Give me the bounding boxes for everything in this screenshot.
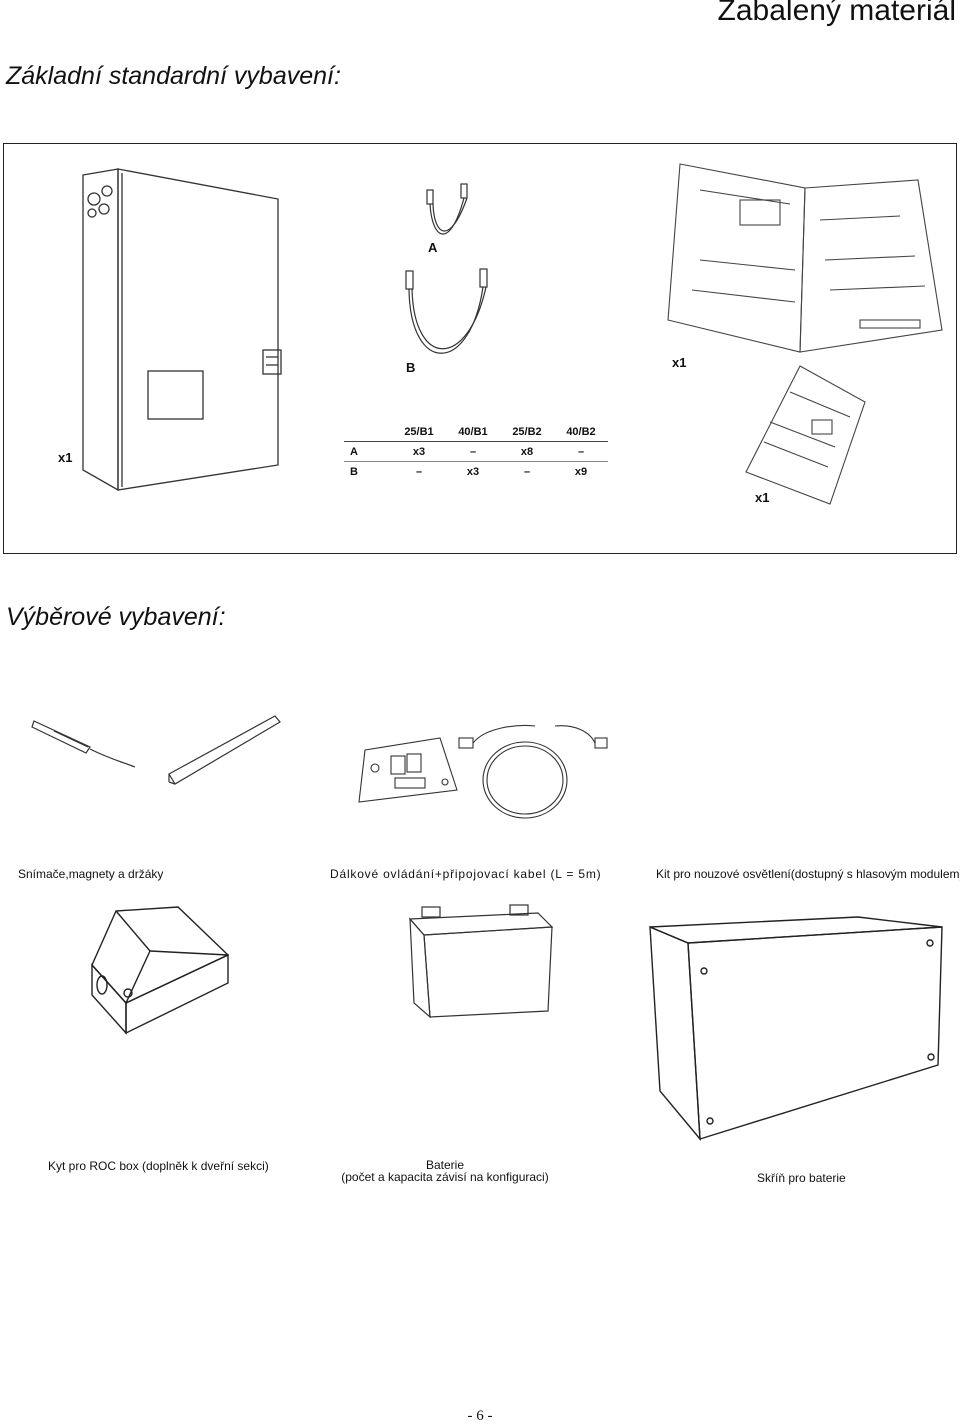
- cabinet-quantity: x1: [58, 450, 73, 465]
- table-cell: x3: [466, 465, 480, 478]
- cable-a-label: A: [428, 240, 438, 255]
- table-cell: x9: [574, 465, 588, 478]
- table-row-header: A: [344, 441, 392, 462]
- caption-battery-line1: Baterie: [425, 1158, 465, 1172]
- table-cell: x8: [500, 441, 554, 462]
- page-number: - 6 -: [467, 1408, 493, 1424]
- remote-control-board-illustration: [358, 737, 458, 803]
- caption-roc-box: Kyt pro ROC box (doplněk k dveřní sekci): [48, 1159, 269, 1173]
- table-corner: [344, 422, 392, 442]
- table-row-header: B: [350, 465, 358, 478]
- caption-sensors: Snímače,magnety a držáky: [18, 867, 164, 881]
- caption-battery-cabinet: Skříň pro baterie: [757, 1171, 846, 1185]
- cable-b-label: B: [406, 360, 416, 375]
- table-column-header: 40/B2: [554, 422, 608, 442]
- control-cabinet-illustration: [82, 168, 282, 492]
- roc-box-illustration: [91, 906, 230, 1035]
- table-column-header: 40/B1: [446, 422, 500, 442]
- cable-a-illustration: [426, 183, 468, 235]
- battery-cabinet-illustration: [649, 916, 943, 1142]
- table-cell: x3: [392, 441, 446, 462]
- table-column-header: 25/B1: [392, 422, 446, 442]
- table-cell: –: [554, 441, 608, 462]
- optional-equipment-heading: Výběrové vybavení:: [6, 603, 226, 631]
- caption-remote-control: Dálkové ovládání+připojovací kabel (L = …: [330, 867, 602, 881]
- user-booklet-illustration: [745, 365, 866, 505]
- remote-cable-illustration: [458, 725, 608, 819]
- manual-quantity: x1: [672, 355, 687, 370]
- sensor-illustration: [31, 720, 136, 768]
- page-title: Zabalený materiál: [717, 0, 956, 27]
- caption-emergency-light-kit: Kit pro nouzové osvětlení(dostupný s hla…: [656, 867, 960, 881]
- table-cell: –: [446, 441, 500, 462]
- cable-quantity-table: 25/B1 40/B1 25/B2 40/B2 A x3 – x8 – B – …: [344, 422, 608, 481]
- table-row: B – x3 – x9: [344, 462, 608, 482]
- standard-equipment-heading: Základní standardní vybavení:: [6, 62, 341, 90]
- table-row: A x3 – x8 –: [344, 441, 608, 462]
- booklet-quantity: x1: [755, 490, 770, 505]
- table-cell: –: [523, 465, 531, 478]
- table-column-header: 25/B2: [500, 422, 554, 442]
- cable-b-illustration: [405, 268, 488, 354]
- caption-battery-line2: (počet a kapacita závisí na konfiguraci): [341, 1170, 549, 1184]
- standard-equipment-panel: [3, 143, 957, 554]
- table-header-row: 25/B1 40/B1 25/B2 40/B2: [344, 422, 608, 442]
- magnet-holder-illustration: [168, 715, 281, 785]
- battery-illustration: [408, 904, 554, 1019]
- installation-manual-illustration: [667, 163, 943, 353]
- table-cell: –: [415, 465, 423, 478]
